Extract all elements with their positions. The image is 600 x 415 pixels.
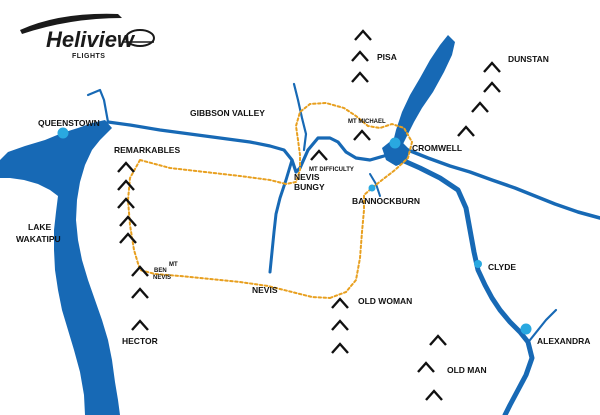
mountain-peak-icon xyxy=(117,161,135,173)
mountain-peak-icon xyxy=(331,342,349,354)
label-lake-line1: LAKE xyxy=(28,222,51,232)
manuherikia-river xyxy=(528,308,558,342)
mountain-peak-icon xyxy=(131,287,149,299)
mountain-peak-icon xyxy=(483,61,501,73)
mountain-peak-icon xyxy=(310,149,328,161)
label-mt-ben-nevis-line1: MT xyxy=(169,262,178,268)
mountain-peak-icon xyxy=(119,215,137,227)
nevis-river xyxy=(268,158,294,274)
kawarau-river xyxy=(106,120,386,174)
label-queenstown: QUEENSTOWN xyxy=(38,118,100,128)
mountain-peak-icon xyxy=(331,319,349,331)
gibbston-stream xyxy=(292,82,308,152)
mountain-peak-icon xyxy=(117,179,135,191)
mountain-peak-icon xyxy=(131,265,149,277)
mountain-peak-icon xyxy=(351,50,369,62)
label-mt-michael: MT MICHAEL xyxy=(348,119,386,125)
label-mt-ben-nevis-line3: NEVIS xyxy=(153,275,171,281)
label-nevis-bungy-line1: NEVIS xyxy=(294,172,320,182)
mountain-peak-icon xyxy=(331,297,349,309)
label-old-man: OLD MAN xyxy=(447,365,487,375)
flight-route xyxy=(126,101,414,299)
mountain-peak-icon xyxy=(131,319,149,331)
label-nevis: NEVIS xyxy=(252,285,278,295)
route-west-loop xyxy=(126,159,331,299)
label-mt-ben-nevis-line2: BEN xyxy=(154,268,167,274)
shotover-stream xyxy=(86,88,110,124)
label-hector: HECTOR xyxy=(122,336,158,346)
logo-wordmark: Heliview xyxy=(46,27,136,52)
town-marker-icon xyxy=(474,260,482,268)
water-features xyxy=(0,35,600,415)
town-markers xyxy=(57,127,532,335)
mountain-peak-icon xyxy=(429,334,447,346)
town-marker-icon xyxy=(57,127,69,139)
label-lake-line2: WAKATIPU xyxy=(16,234,61,244)
lake-wakatipu xyxy=(0,120,120,415)
mountain-peak-icon xyxy=(425,389,443,401)
label-old-woman: OLD WOMAN xyxy=(358,296,412,306)
mountain-peak-icon xyxy=(483,81,501,93)
mountain-peak-icon xyxy=(457,125,475,137)
mountain-peak-icon xyxy=(117,197,135,209)
town-marker-icon xyxy=(520,323,532,335)
mountain-peak-icon xyxy=(417,361,435,373)
mountain-peak-icon xyxy=(354,29,372,41)
label-alexandra: ALEXANDRA xyxy=(537,336,590,346)
clutha-river xyxy=(399,157,535,415)
label-nevis-bungy-line2: BUNGY xyxy=(294,182,325,192)
mountain-peak-icon xyxy=(351,71,369,83)
mountain-peaks xyxy=(117,29,501,401)
town-marker-icon xyxy=(368,184,376,192)
label-dunstan: DUNSTAN xyxy=(508,54,549,64)
mountain-peak-icon xyxy=(119,232,137,244)
label-gibbston-valley: GIBBSON VALLEY xyxy=(190,108,265,118)
helicopter-icon xyxy=(20,13,155,47)
clutha-upper xyxy=(406,148,600,220)
label-bannockburn: BANNOCKBURN xyxy=(352,196,420,206)
mountain-peak-icon xyxy=(471,101,489,113)
label-mt-difficulty: MT DIFFICULTY xyxy=(309,167,354,173)
logo-tagline: FLIGHTS xyxy=(72,53,105,60)
place-labels: QUEENSTOWN GIBBSON VALLEY REMARKABLES LA… xyxy=(16,52,590,375)
lake-dunstan xyxy=(392,35,455,153)
label-cromwell: CROMWELL xyxy=(412,143,462,153)
label-remarkables: REMARKABLES xyxy=(114,145,180,155)
heliview-logo: Heliview FLIGHTS xyxy=(20,13,155,60)
label-pisa: PISA xyxy=(377,52,397,62)
town-marker-icon xyxy=(389,137,401,149)
route-east-loop xyxy=(285,101,414,299)
mountain-peak-icon xyxy=(353,129,371,141)
label-clyde: CLYDE xyxy=(488,262,516,272)
